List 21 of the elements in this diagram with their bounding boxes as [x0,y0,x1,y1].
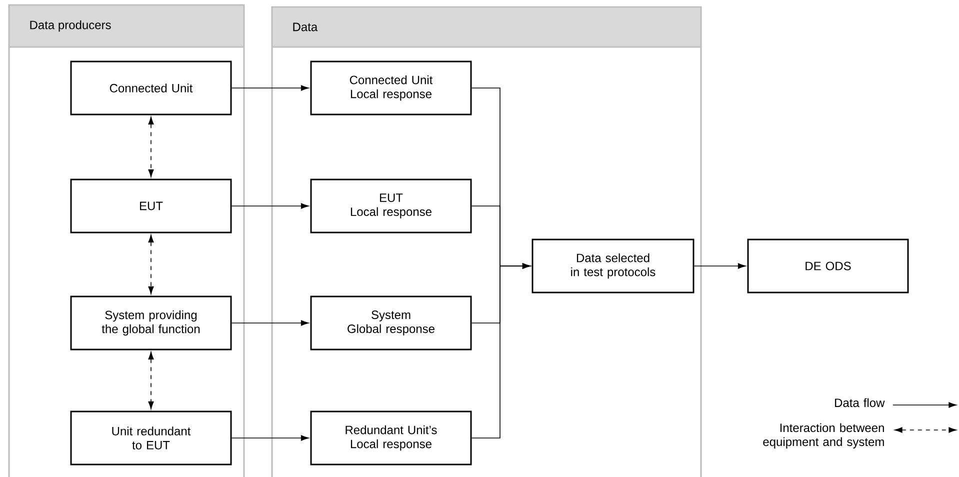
process-box: Data selected in test protocols [532,238,694,294]
process-box: EUT Local response [310,178,472,234]
arrow [231,85,309,91]
legend-item: Data flow [835,398,956,408]
arrow [231,320,309,326]
process-box: DE ODS [747,238,909,294]
process-box: Connected Unit [70,60,232,116]
process-box: Unit redundant to EUT [70,410,232,466]
process-box: System Global response [310,296,472,350]
arrow [694,263,746,269]
arrow [471,263,530,438]
legend-item: Interaction between equipment and system [763,423,956,448]
process-box: Redundant Unit’s Local response [310,410,472,466]
arrow [231,203,309,209]
process-box: Connected Unit Local response [310,60,472,116]
process-box: EUT [70,178,232,234]
arrow [231,435,309,441]
arrow [148,116,154,178]
process-box: System providing the global function [70,296,232,350]
arrow [148,352,154,410]
arrow [148,234,154,294]
